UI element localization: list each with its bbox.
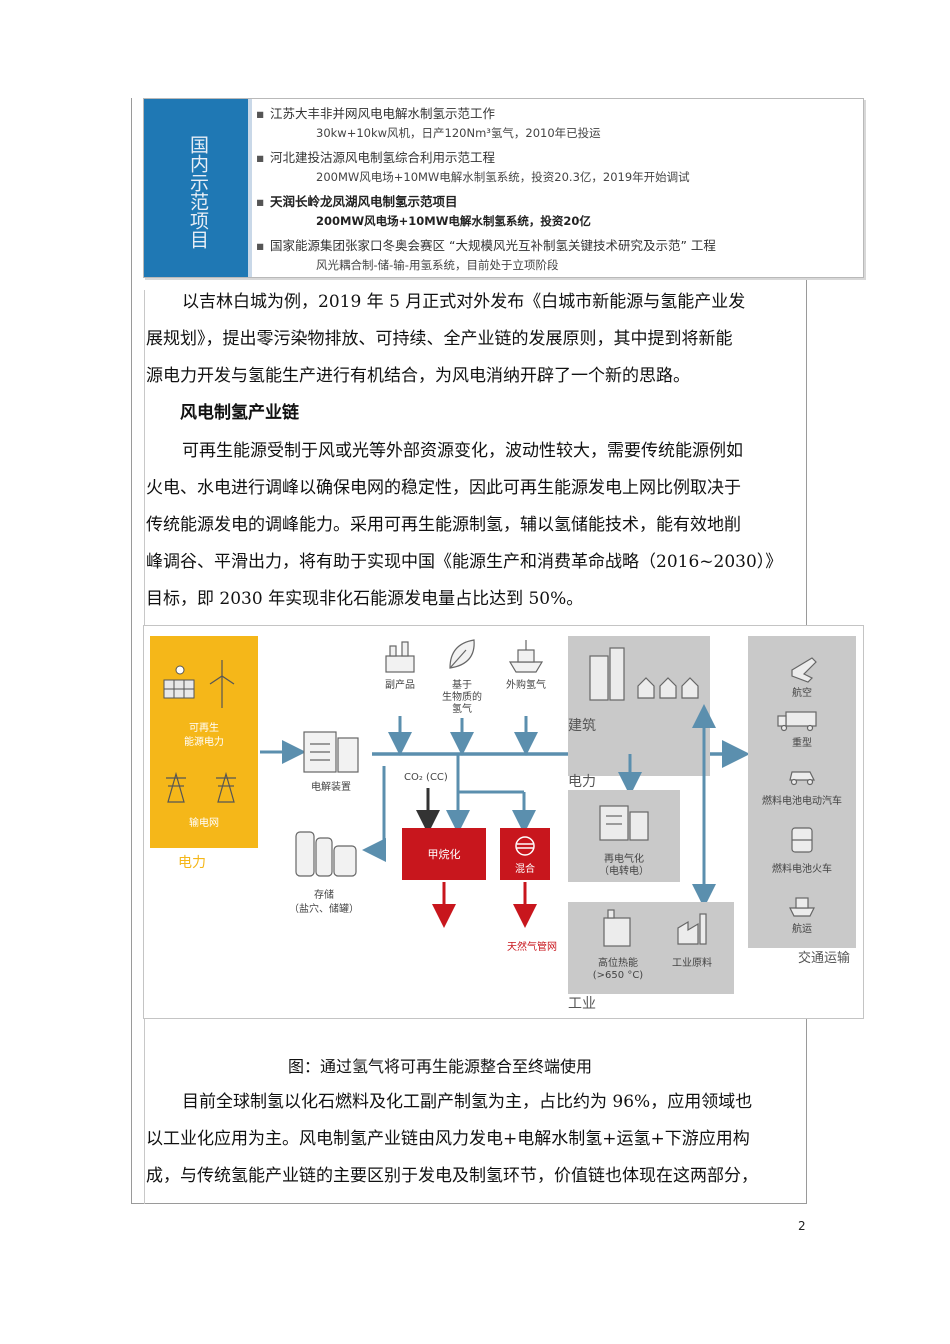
renewable-label-1: 可再生 bbox=[189, 721, 219, 734]
diagram-svg: 可再生 能源电力 输电网 电力 电解装置 副产品 基于 生物质的 氢气 外购氢气… bbox=[150, 636, 856, 1012]
ship-icon bbox=[508, 640, 544, 673]
airplane-icon bbox=[791, 657, 817, 683]
fuel-cell-icon bbox=[599, 805, 649, 841]
text-line: 峰调谷、平滑出力，将有助于实现中国《能源生产和消费革命战略（2016~2030）… bbox=[146, 552, 783, 572]
transmission-tower-icon bbox=[166, 771, 236, 803]
reelectrify-label-1: 再电气化 bbox=[604, 852, 644, 865]
demo-item-title: 国家能源集团张家口冬奥会赛区 “大规模风光互补制氢关键技术研究及示范” 工程 bbox=[270, 238, 716, 253]
section-heading: 风电制氢产业链 bbox=[180, 403, 299, 423]
reelectrify-label-2: （电转电） bbox=[599, 864, 649, 877]
high-heat-label-1: 高位热能 bbox=[598, 956, 638, 969]
page-frame-left bbox=[131, 98, 132, 1204]
shipping-label: 航运 bbox=[792, 922, 812, 935]
demo-projects-box: 国内示范项目 ▪ 江苏大丰非并网风电电解水制氢示范工作 30kw+10kw风机，日… bbox=[143, 98, 864, 278]
train-icon bbox=[791, 827, 813, 853]
bullet-icon: ▪ bbox=[256, 238, 265, 253]
wind-turbine-icon bbox=[209, 660, 235, 708]
demo-item-detail-1: 30kw+10kw风机，日产120Nm³氢气，2010年已投运 bbox=[316, 126, 601, 140]
text-line: 目前全球制氢以化石燃料及化工副产制氢为主，占比约为 96%，应用领域也 bbox=[182, 1092, 753, 1112]
demo-item-2: ▪ 河北建投沽源风电制氢综合利用示范工程 bbox=[256, 147, 495, 166]
text-line: 源电力开发与氢能生产进行有机结合，为风电消纳开辟了一个新的思路。 bbox=[146, 366, 690, 386]
methanation-label: 甲烷化 bbox=[428, 847, 461, 861]
gas-grid-label: 天然气管网 bbox=[507, 940, 557, 953]
figure-caption: 图：通过氢气将可再生能源整合至终端使用 bbox=[288, 1057, 593, 1076]
high-heat-label-2: (>650 °C) bbox=[593, 970, 644, 981]
building-icon bbox=[589, 647, 699, 701]
mixing-icon bbox=[515, 836, 535, 856]
boat-icon bbox=[789, 897, 815, 917]
electrolyzer-label: 电解装置 bbox=[311, 780, 351, 793]
building-block bbox=[568, 636, 710, 776]
co2-label: CO₂ (CC) bbox=[404, 772, 448, 783]
byproduct-label: 副产品 bbox=[385, 678, 415, 691]
storage-label-2: （盐穴、储罐） bbox=[289, 902, 359, 915]
demo-side-stripe bbox=[248, 99, 252, 277]
storage-label-1: 存储 bbox=[314, 888, 334, 901]
paragraph-industry-chain: 目前全球制氢以化石燃料及化工副产制氢为主，占比约为 96%，应用领域也 以工业化… bbox=[146, 1084, 810, 1195]
plant-icon bbox=[677, 913, 707, 945]
biomass-label-2: 生物质的 bbox=[442, 690, 482, 703]
import-h2-label: 外购氢气 bbox=[506, 678, 546, 691]
paragraph-baicheng: 以吉林白城为例，2019 年 5 月正式对外发布《白城市新能源与氢能产业发 展规… bbox=[146, 284, 810, 395]
aviation-label: 航空 bbox=[792, 686, 812, 699]
fc-train-label: 燃料电池火车 bbox=[772, 862, 832, 875]
truck-icon bbox=[777, 711, 817, 732]
mixing-label: 混合 bbox=[515, 862, 535, 875]
page-number: 2 bbox=[798, 1219, 806, 1233]
grid-label: 输电网 bbox=[189, 816, 219, 829]
demo-item-title: 天润长岭龙凤湖风电制氢示范项目 bbox=[270, 194, 458, 209]
transport-label: 交通运输 bbox=[798, 950, 850, 966]
text-line: 传统能源发电的调峰能力。采用可再生能源制氢，辅以氢储能技术，能有效地削 bbox=[146, 515, 741, 535]
industry-label: 工业 bbox=[568, 996, 596, 1012]
demo-item-4: ▪ 国家能源集团张家口冬奥会赛区 “大规模风光互补制氢关键技术研究及示范” 工程 bbox=[256, 235, 716, 254]
power-label: 电力 bbox=[568, 774, 596, 790]
text-line: 以吉林白城为例，2019 年 5 月正式对外发布《白城市新能源与氢能产业发 bbox=[182, 292, 746, 312]
renewable-label-2: 能源电力 bbox=[184, 735, 224, 748]
paragraph-renewable: 可再生能源受制于风或光等外部资源变化，波动性较大，需要传统能源例如 火电、水电进… bbox=[146, 433, 810, 618]
storage-tank-icon bbox=[295, 831, 357, 877]
text-line: 火电、水电进行调峰以确保电网的稳定性，因此可再生能源发电上网比例取决于 bbox=[146, 478, 741, 498]
bullet-icon: ▪ bbox=[256, 150, 265, 165]
fcev-label: 燃料电池电动汽车 bbox=[762, 794, 842, 807]
car-icon bbox=[789, 771, 815, 786]
factory-icon bbox=[385, 641, 415, 673]
demo-item-detail-3: 200MW风电场+10MW电解水制氢系统，投资20亿 bbox=[316, 214, 591, 228]
text-line: 展规划》，提出零污染物排放、可持续、全产业链的发展原则，其中提到将新能 bbox=[146, 329, 733, 349]
methanation-box bbox=[402, 828, 486, 880]
demo-item-1: ▪ 江苏大丰非并网风电电解水制氢示范工作 bbox=[256, 103, 495, 122]
demo-item-title: 江苏大丰非并网风电电解水制氢示范工作 bbox=[270, 106, 496, 121]
biomass-label-3: 氢气 bbox=[452, 702, 472, 715]
demo-item-title: 河北建投沽源风电制氢综合利用示范工程 bbox=[270, 150, 496, 165]
transport-block bbox=[748, 636, 856, 948]
leaf-icon bbox=[449, 639, 475, 669]
text-line: 目标，即 2030 年实现非化石能源发电量占比达到 50%。 bbox=[146, 589, 584, 609]
text-line: 以工业化应用为主。风电制氢产业链由风力发电+电解水制氢+运氢+下游应用构 bbox=[146, 1129, 750, 1149]
renewable-block bbox=[150, 636, 258, 848]
power-source-label: 电力 bbox=[178, 855, 206, 871]
feedstock-label: 工业原料 bbox=[672, 956, 712, 969]
heavy-label: 重型 bbox=[792, 736, 812, 749]
demo-item-detail-4: 风光耦合制-储-输-用氢系统，目前处于立项阶段 bbox=[316, 258, 559, 272]
bullet-icon: ▪ bbox=[256, 106, 265, 121]
text-line: 成，与传统氢能产业链的主要区别于发电及制氢环节，价值链也体现在这两部分， bbox=[146, 1166, 758, 1186]
electrolyzer-icon bbox=[303, 731, 359, 773]
biomass-label-1: 基于 bbox=[452, 678, 472, 691]
demo-side-panel: 国内示范项目 bbox=[144, 99, 248, 277]
text-line: 可再生能源受制于风或光等外部资源变化，波动性较大，需要传统能源例如 bbox=[182, 441, 743, 461]
demo-item-3: ▪ 天润长岭龙凤湖风电制氢示范项目 bbox=[256, 191, 458, 210]
demo-item-detail-2: 200MW风电场+10MW电解水制氢系统，投资20.3亿，2019年开始调试 bbox=[316, 170, 690, 184]
solar-panel-icon bbox=[163, 665, 195, 699]
demo-side-title: 国内示范项目 bbox=[187, 135, 209, 249]
page-frame-bottom bbox=[131, 1203, 807, 1204]
bullet-icon: ▪ bbox=[256, 194, 265, 209]
hydrogen-integration-diagram: 可再生 能源电力 输电网 电力 电解装置 副产品 基于 生物质的 氢气 外购氢气… bbox=[143, 625, 864, 1019]
building-label: 建筑 bbox=[568, 718, 596, 734]
furnace-icon bbox=[603, 909, 631, 947]
